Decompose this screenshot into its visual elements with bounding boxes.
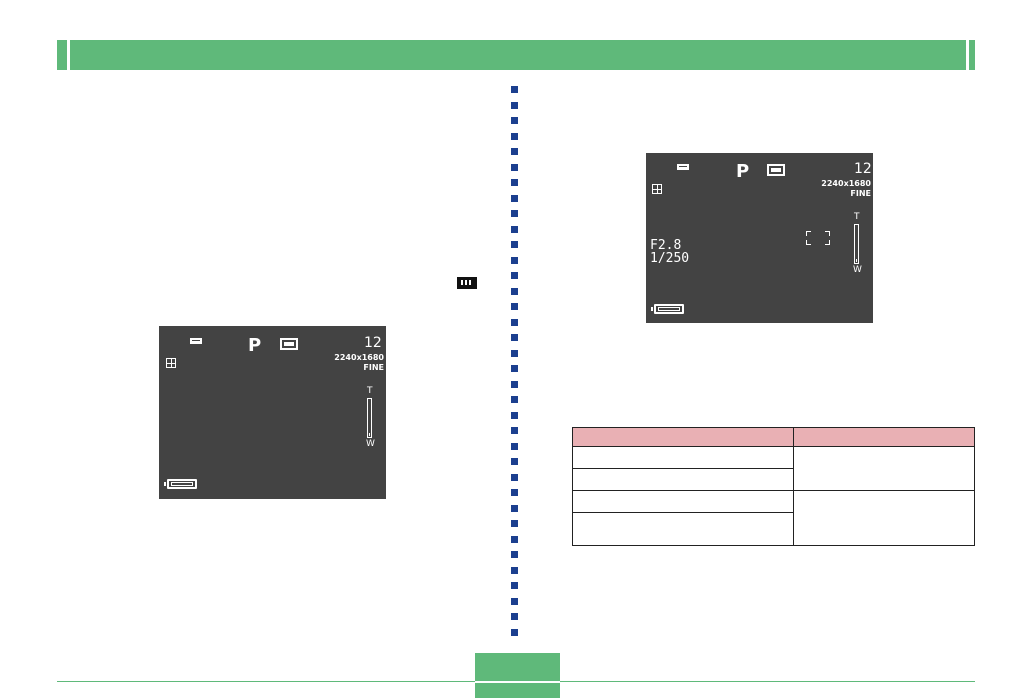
focus-frame (806, 231, 830, 245)
table-cell (793, 490, 975, 546)
page-number-tab (475, 653, 560, 698)
settings-table (572, 427, 975, 546)
zoom-indicator-bar (854, 224, 859, 264)
table-cell (572, 490, 794, 513)
table-header-row (572, 427, 975, 447)
lcd-screen-right: P 12 2240x1680 FINE T W F2.8 1/250 (646, 153, 873, 323)
shots-remaining: 12 (854, 161, 872, 177)
battery-icon (164, 479, 197, 489)
aperture-value: F2.8 (650, 238, 682, 253)
image-quality-icon (767, 164, 785, 176)
metering-mode-icon (166, 358, 176, 368)
zoom-wide-label: W (366, 439, 375, 449)
zoom-wide-label: W (853, 265, 862, 275)
header-left-cap (67, 40, 70, 70)
chapter-header-bar (57, 40, 975, 70)
shutter-speed-value: 1/250 (650, 251, 690, 266)
table-header-cell (572, 427, 794, 447)
table-row (572, 446, 975, 491)
header-right-cap (966, 40, 969, 70)
metering-mode-icon (652, 184, 662, 194)
column-divider (511, 86, 519, 644)
zoom-tele-label: T (367, 386, 373, 396)
flash-status-icon (677, 164, 689, 170)
table-header-cell (793, 427, 975, 447)
table-cell (572, 468, 794, 491)
image-quality-icon (280, 338, 298, 350)
flash-mode-icon (457, 277, 477, 289)
zoom-tele-label: T (854, 212, 860, 222)
battery-icon (651, 304, 684, 314)
recording-mode-label: P (248, 335, 262, 356)
table-row (572, 490, 975, 546)
image-quality-label: FINE (363, 363, 384, 372)
recording-mode-label: P (736, 161, 750, 182)
lcd-screen-left: P 12 2240x1680 FINE T W (159, 326, 386, 499)
shots-remaining: 12 (364, 335, 382, 351)
table-cell (793, 446, 975, 491)
table-row (572, 512, 975, 546)
image-quality-label: FINE (850, 189, 871, 198)
image-resolution: 2240x1680 (821, 179, 871, 188)
flash-status-icon (190, 338, 202, 344)
table-cell (572, 512, 794, 546)
zoom-indicator-bar (367, 398, 372, 438)
image-resolution: 2240x1680 (334, 353, 384, 362)
table-cell (572, 446, 794, 469)
